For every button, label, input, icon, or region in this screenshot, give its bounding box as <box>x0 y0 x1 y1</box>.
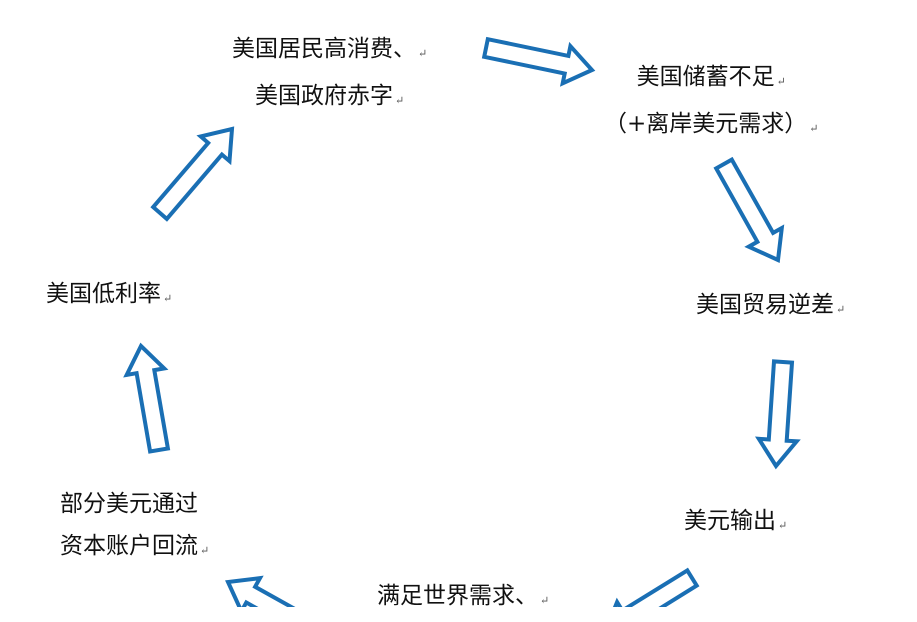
paragraph-mark-icon: ↵ <box>418 47 428 60</box>
node-dollar-export: 美元输出↵ <box>684 500 787 547</box>
node-line: 美国政府赤字↵ <box>255 83 405 109</box>
paragraph-mark-icon: ↵ <box>395 94 405 107</box>
paragraph-mark-icon: ↵ <box>163 292 173 305</box>
node-world-demand: 满足世界需求、↵ <box>377 575 549 622</box>
arrow-savings-to-trade-deficit <box>713 156 785 263</box>
cycle-arrows <box>123 36 801 607</box>
paragraph-mark-icon: ↵ <box>540 594 550 607</box>
node-trade-deficit: 美国贸易逆差↵ <box>696 284 845 331</box>
paragraph-mark-icon: ↵ <box>200 544 210 557</box>
node-line: 资本账户回流↵ <box>60 533 210 559</box>
arrow-dollar-export-to-world-demand <box>612 567 700 607</box>
node-line: 美国储蓄不足↵ <box>636 64 786 90</box>
node-capital-return: 部分美元通过 资本账户回流↵ <box>60 483 209 572</box>
arrow-trade-deficit-to-dollar-export <box>754 359 801 470</box>
node-line: （+离岸美元需求）↵ <box>604 111 819 137</box>
node-line: 美国居民高消费、↵ <box>232 36 428 62</box>
paragraph-mark-icon: ↵ <box>776 75 786 88</box>
arrow-capital-return-to-low-rate <box>123 342 171 454</box>
arrow-low-rate-to-consumption <box>150 126 235 222</box>
arrow-consumption-to-savings <box>481 36 596 87</box>
node-line: 部分美元通过 <box>60 491 198 517</box>
node-low-interest-rate: 美国低利率↵ <box>46 273 172 320</box>
paragraph-mark-icon: ↵ <box>778 519 788 532</box>
paragraph-mark-icon: ↵ <box>809 122 819 135</box>
paragraph-mark-icon: ↵ <box>836 303 846 316</box>
node-consumption-deficit: 美国居民高消费、↵ 美国政府赤字↵ <box>232 28 427 122</box>
node-line: 美国贸易逆差↵ <box>696 292 846 318</box>
node-line: 美国低利率↵ <box>46 281 173 307</box>
node-savings-shortfall: 美国储蓄不足↵ （+离岸美元需求）↵ <box>604 56 819 150</box>
node-line: 美元输出↵ <box>684 508 788 534</box>
arrow-world-demand-to-capital-return <box>225 575 296 607</box>
node-line: 满足世界需求、↵ <box>377 583 550 609</box>
